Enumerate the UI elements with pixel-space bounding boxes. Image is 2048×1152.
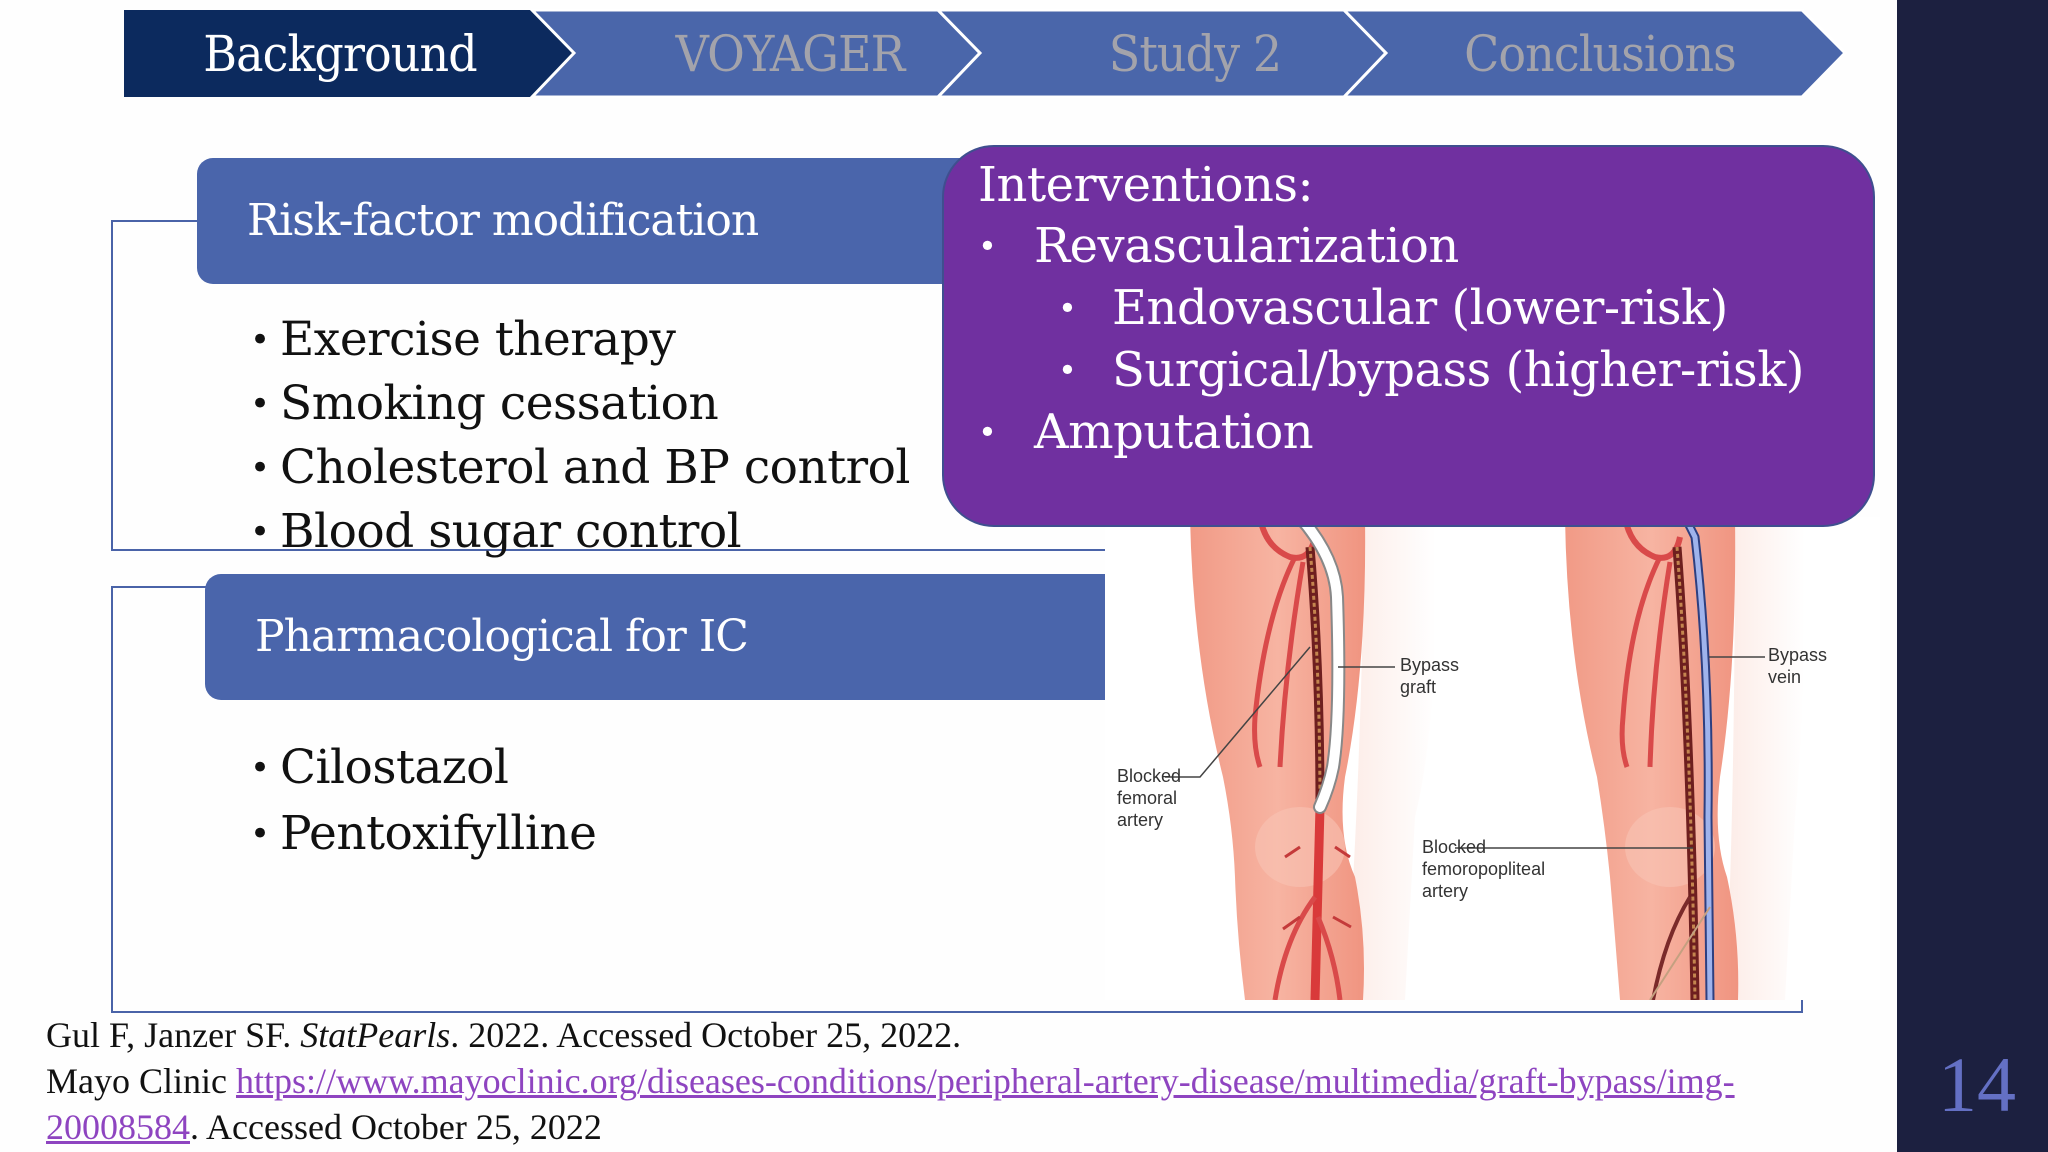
list-item: Surgical/bypass (higher-risk) <box>944 339 1805 401</box>
label-bypass-graft: Bypass graft <box>1400 655 1460 697</box>
page-number: 14 <box>1938 1041 2016 1128</box>
interventions-title: Interventions: <box>978 157 1314 213</box>
reference-2-source: Mayo Clinic <box>46 1061 236 1101</box>
list-item: Blood sugar control <box>250 500 910 564</box>
pharmacological-header: Pharmacological for IC <box>205 574 1105 700</box>
pharmacological-list: Cilostazol Pentoxifylline <box>250 735 597 867</box>
pharmacological-header-text: Pharmacological for IC <box>255 611 749 662</box>
bypass-diagram-image: Bypass graft Blocked femoral artery Bypa… <box>1105 517 1880 1000</box>
reference-1-source: StatPearls <box>300 1015 451 1055</box>
list-item: Cholesterol and BP control <box>250 436 910 500</box>
reference-1-authors: Gul F, Janzer SF. <box>46 1015 301 1055</box>
interventions-list: Revascularization Endovascular (lower-ri… <box>944 215 1805 463</box>
label-blocked-femoral-artery: Blocked femoral artery <box>1117 766 1182 830</box>
list-item: Endovascular (lower-risk) <box>944 277 1804 339</box>
list-item: Exercise therapy <box>250 308 910 372</box>
list-item: Cilostazol <box>250 735 596 801</box>
list-item: Pentoxifylline <box>250 801 597 867</box>
tab-conclusions[interactable]: Conclusions <box>1464 25 1737 83</box>
tab-background[interactable]: Background <box>203 25 477 83</box>
reference-1-details: . 2022. Accessed October 25, 2022. <box>450 1015 962 1055</box>
section-nav: Background VOYAGER Study 2 Conclusions <box>0 0 1897 110</box>
references: Gul F, Janzer SF. StatPearls. 2022. Acce… <box>46 1012 1866 1150</box>
risk-factor-header-text: Risk-factor modification <box>247 195 759 246</box>
reference-2-details: . Accessed October 25, 2022 <box>190 1107 602 1147</box>
side-panel <box>1897 0 2048 1152</box>
tab-voyager[interactable]: VOYAGER <box>675 25 906 83</box>
slide: Background VOYAGER Study 2 Conclusions R… <box>0 0 1897 1152</box>
risk-factor-header: Risk-factor modification <box>197 158 997 284</box>
mayo-clinic-link[interactable]: https://www.mayoclinic.org/diseases-cond… <box>235 1061 1735 1101</box>
list-item: Amputation <box>944 401 1804 463</box>
label-bypass-vein: Bypass vein <box>1768 645 1828 687</box>
label-blocked-femoropopliteal-artery: Blocked femoropopliteal artery <box>1422 837 1546 901</box>
list-item: Revascularization <box>944 215 1804 277</box>
reference-2: Mayo Clinic https://www.mayoclinic.org/d… <box>46 1058 1866 1104</box>
tab-study-2[interactable]: Study 2 <box>1108 25 1282 83</box>
interventions-callout: Interventions: Revascularization Endovas… <box>942 145 1875 527</box>
risk-factor-list: Exercise therapy Smoking cessation Chole… <box>250 308 910 564</box>
bracket-end-tick <box>1801 999 1803 1011</box>
mayo-clinic-link-continued[interactable]: 20008584 <box>46 1107 190 1147</box>
reference-2-continued: 20008584. Accessed October 25, 2022 <box>46 1104 1866 1150</box>
reference-1: Gul F, Janzer SF. StatPearls. 2022. Acce… <box>46 1012 1866 1058</box>
nav-chevrons <box>124 8 1848 99</box>
list-item: Smoking cessation <box>250 372 910 436</box>
legs-illustration <box>1165 517 1805 1000</box>
